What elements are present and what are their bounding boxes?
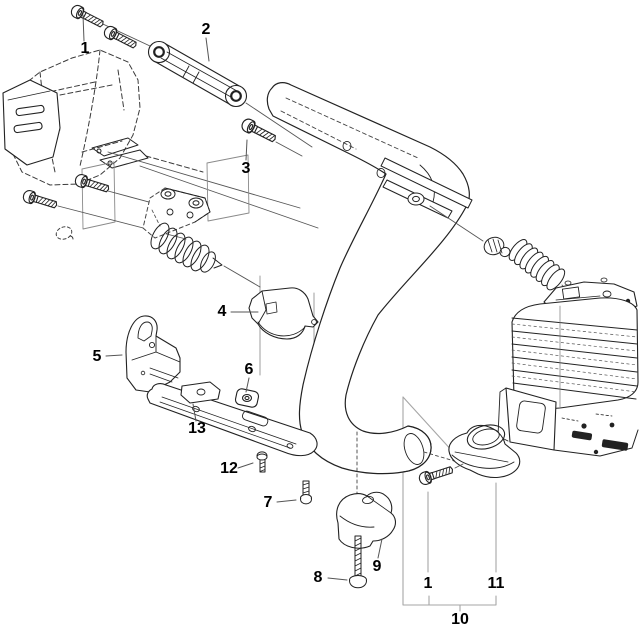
callout-8: 8 (313, 569, 323, 586)
screw-item8 (349, 535, 367, 589)
callout-9: 9 (372, 558, 382, 575)
callout-12: 12 (220, 460, 238, 477)
projection-panels (81, 154, 250, 230)
leader-lines (82, 14, 383, 581)
callout-10: 10 (451, 611, 469, 628)
callout-5: 5 (92, 348, 102, 365)
screw-item12 (256, 451, 268, 473)
spring-left (150, 222, 261, 288)
retainer-clip (55, 226, 73, 240)
screws-item1-top (68, 2, 151, 52)
vent-cover (2, 79, 61, 166)
nut-item6 (234, 388, 260, 408)
cover-item4 (248, 287, 319, 340)
skid-plate (146, 383, 318, 457)
housing-mount-rails (91, 137, 149, 169)
callout-7: 7 (263, 494, 273, 511)
screw-item7 (300, 480, 312, 505)
bracket-item5 (125, 315, 181, 393)
callout-3: 3 (241, 160, 251, 177)
cylinder-assembly (497, 277, 639, 457)
plate-item13 (180, 381, 221, 404)
callout-4: 4 (217, 303, 227, 320)
screw-item3 (239, 116, 303, 157)
callout-1-bottom: 1 (423, 575, 433, 592)
housing-phantom (9, 49, 204, 186)
cover-item9 (336, 491, 396, 549)
connector-spring-right (483, 236, 568, 292)
callout-11: 11 (487, 575, 505, 592)
callout-6: 6 (244, 361, 254, 378)
screw-item1-bottom (417, 462, 464, 487)
callout-1-top: 1 (80, 40, 90, 57)
projection-lines (107, 151, 319, 229)
cover-item11 (448, 424, 521, 479)
callout-2: 2 (201, 21, 211, 38)
handle-fork-tines (380, 157, 484, 242)
strut-item2 (147, 40, 313, 148)
callout-13: 13 (188, 420, 206, 437)
